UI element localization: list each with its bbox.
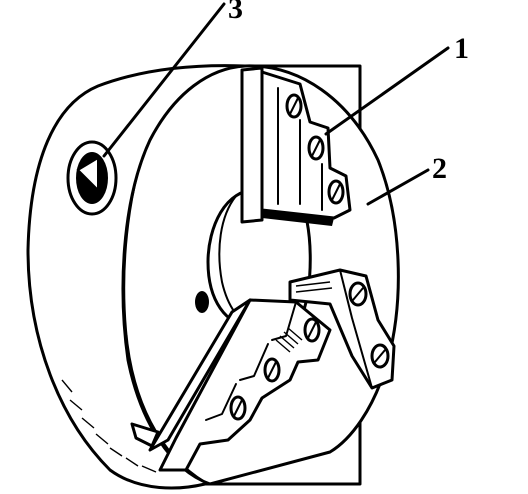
top-jaw-slot	[240, 66, 264, 224]
lower-jaw-screw-slot-1	[307, 321, 317, 339]
callout-3: 3	[102, 0, 243, 158]
right-jaw-screw-slot-2	[374, 349, 386, 363]
lower-jaw-ribs	[275, 327, 303, 353]
lower-jaw-screw-slot-2	[267, 361, 277, 379]
lower-jaw-notch	[130, 422, 160, 448]
right-jaw-edge	[339, 269, 373, 389]
top-jaw-shadow	[262, 210, 334, 226]
face-edge-line	[123, 139, 206, 483]
top-jaw	[240, 66, 352, 226]
key-socket	[66, 140, 118, 216]
rim-shading	[61, 379, 157, 473]
lower-jaw-screw-slot-3	[233, 399, 243, 417]
lower-jaw-step-1	[271, 301, 297, 341]
callout-2-label: 2	[432, 152, 447, 185]
lower-jaw-step-2	[239, 343, 269, 381]
lower-jaw-step-3	[205, 383, 237, 421]
right-jaw	[288, 268, 396, 390]
callout-2: 2	[366, 152, 447, 206]
socket-square-drive	[76, 156, 99, 193]
top-jaw-screw-slot-3	[331, 183, 341, 201]
callout-1-leader	[324, 46, 450, 136]
callout-1-label: 1	[454, 32, 469, 65]
callout-3-label: 3	[228, 0, 243, 25]
right-jaw-screw-slot-1	[352, 287, 364, 301]
mounting-hole	[195, 291, 209, 313]
lower-jaw-slot	[148, 298, 252, 452]
top-jaw-screw-slot-2	[311, 139, 321, 157]
callout-1: 1	[324, 32, 469, 136]
callout-3-leader	[102, 2, 226, 158]
right-jaw-shading	[295, 281, 333, 293]
right-jaw-body	[288, 268, 396, 390]
callout-2-leader	[366, 168, 430, 206]
top-jaw-screw-slot-1	[289, 97, 299, 115]
lower-jaw	[130, 298, 332, 472]
